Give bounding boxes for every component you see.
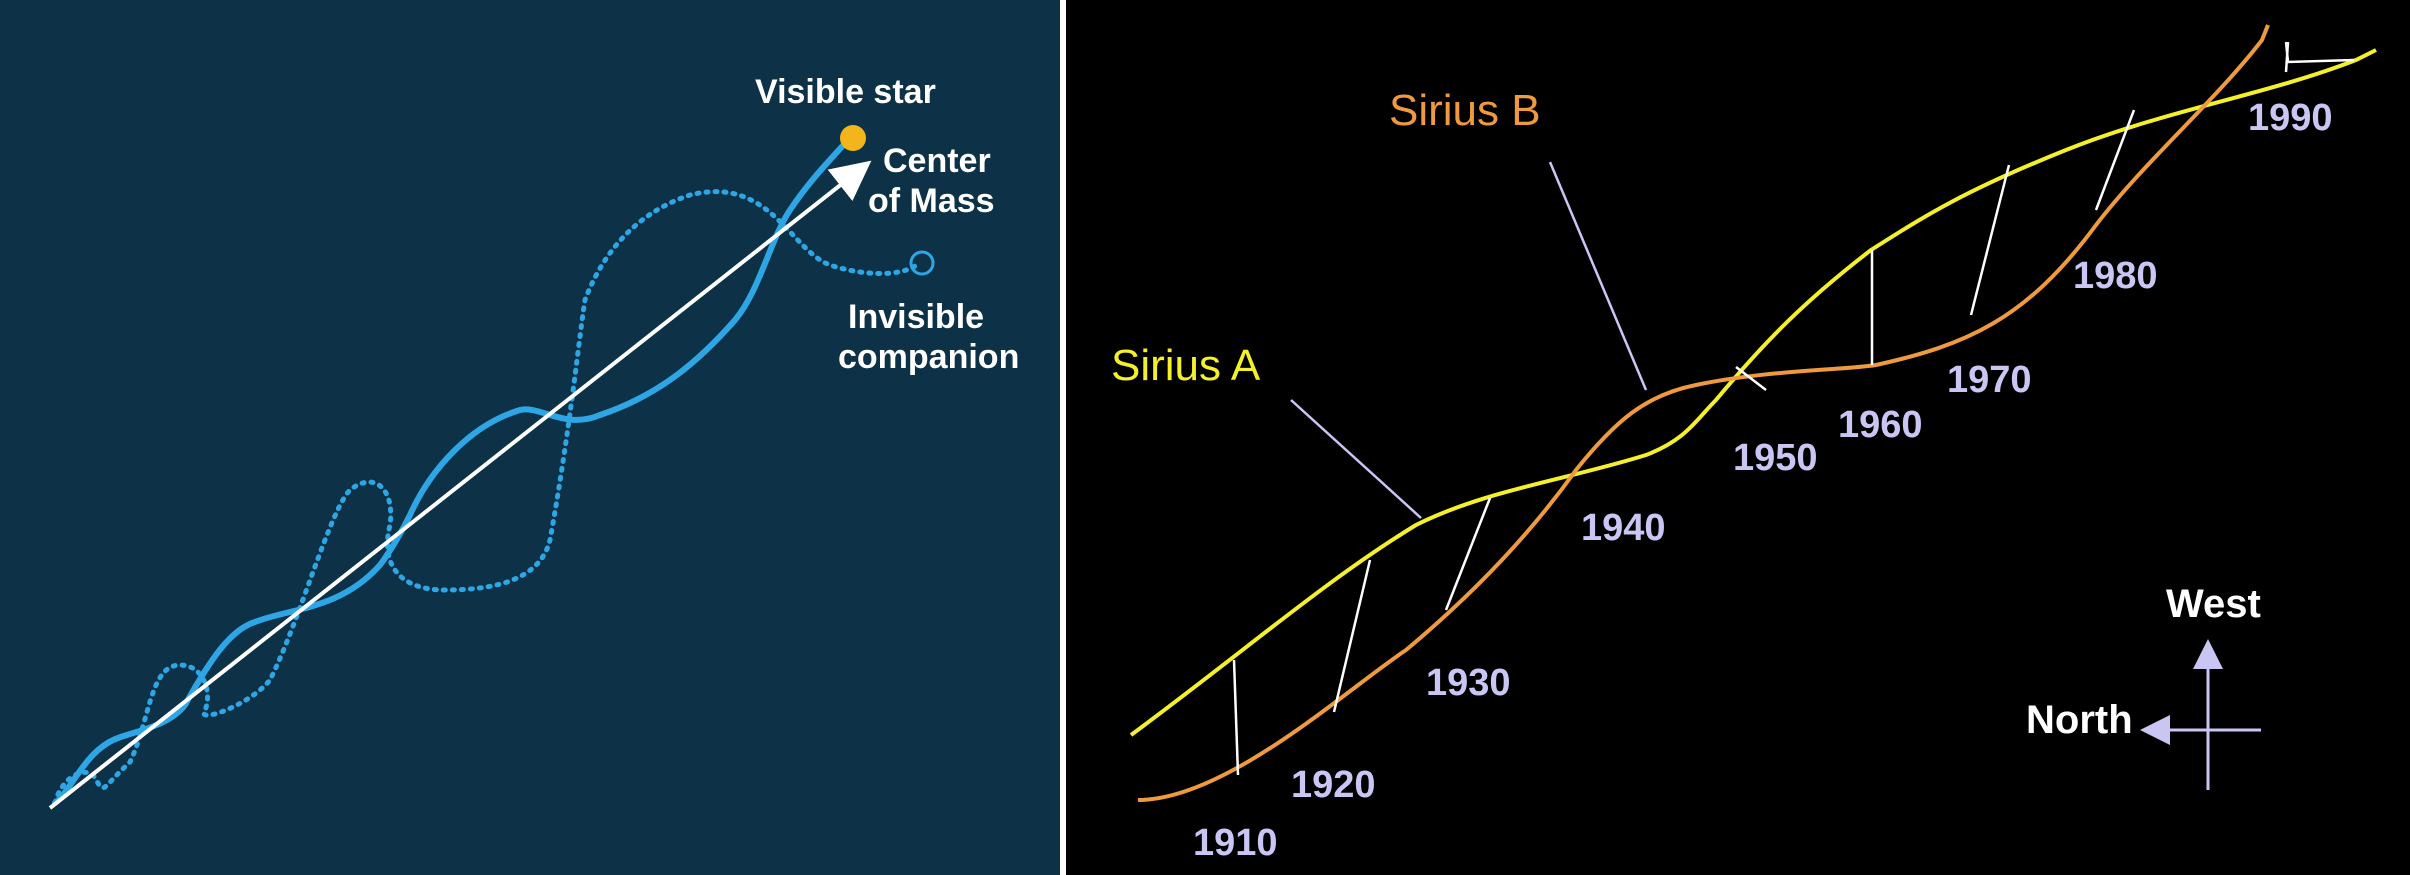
connector-1970: [1969, 164, 2011, 316]
connector-1980: [2094, 109, 2136, 211]
sirius-b-label: Sirius B: [1389, 86, 1541, 135]
visible-star-icon: [840, 125, 866, 151]
connector-1930: [1444, 497, 1492, 611]
epoch-connectors: [1232, 41, 2355, 776]
year-label-1960: 1960: [1838, 404, 1923, 446]
connector-1950: [1735, 366, 1767, 391]
year-label-1980: 1980: [2073, 255, 2158, 297]
center-of-mass-label-line2: of Mass: [868, 182, 995, 220]
sirius-orbit-svg: Sirius A Sirius B 1910 1920 1930 1940 19…: [1111, 24, 2377, 864]
connector-1920: [1332, 559, 1372, 713]
sirius-b-path: [1137, 24, 2270, 802]
center-of-mass-arrow: [48, 160, 872, 810]
year-label-1950: 1950: [1733, 437, 1818, 479]
year-label-1910: 1910: [1193, 822, 1278, 864]
invisible-companion-path: [52, 189, 921, 806]
sirius-a-path: [1129, 48, 2377, 737]
connector-1910: [1232, 659, 1240, 776]
invisible-companion-label-line1: Invisible: [848, 298, 984, 336]
sirius-a-label: Sirius A: [1111, 341, 1261, 390]
sirius-a-leader: [1290, 399, 1422, 519]
compass: [2140, 639, 2261, 790]
connector-1990-tip: [2284, 41, 2355, 64]
invisible-companion-icon: [909, 250, 935, 276]
year-label-1930: 1930: [1426, 662, 1511, 704]
binary-orbit-svg: Visible star Center of Mass Invisible co…: [48, 73, 1019, 810]
visible-star-label: Visible star: [755, 73, 936, 111]
invisible-companion-label-line2: companion: [838, 338, 1019, 376]
year-label-1920: 1920: [1291, 764, 1376, 806]
year-label-1940: 1940: [1581, 507, 1666, 549]
sirius-orbit-diagram: Sirius A Sirius B 1910 1920 1930 1940 19…: [1066, 0, 2410, 875]
west-label: West: [2166, 582, 2261, 626]
year-label-1970: 1970: [1947, 359, 2032, 401]
visible-star-path: [52, 137, 851, 806]
year-label-1990: 1990: [2248, 97, 2333, 139]
binary-orbit-diagram: Visible star Center of Mass Invisible co…: [0, 0, 1060, 875]
north-label: North: [2026, 698, 2133, 742]
sirius-b-leader: [1548, 161, 1648, 391]
center-of-mass-label-line1: Center: [883, 142, 991, 180]
